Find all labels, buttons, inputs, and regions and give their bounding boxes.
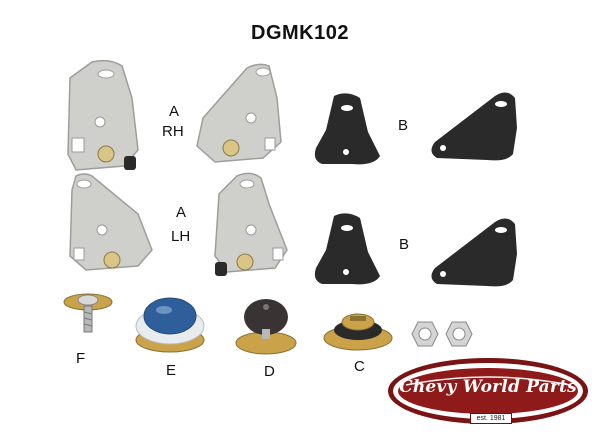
gasket-b-bottom-right — [431, 218, 517, 287]
label-f: F — [76, 350, 86, 367]
label-c: C — [354, 358, 365, 375]
bracket-a-rh-right — [196, 63, 282, 163]
label-a-rh-side: RH — [162, 123, 184, 140]
label-e: E — [166, 362, 177, 379]
chevy-world-parts-logo: Chevy World Parts est. 1981 — [384, 355, 592, 431]
part-c-grommet — [323, 313, 393, 351]
label-b-bottom: B — [399, 236, 410, 253]
part-f-screw — [63, 293, 113, 333]
bracket-a-rh-left — [67, 59, 139, 171]
gasket-b-bottom-left — [314, 213, 380, 285]
label-d: D — [264, 363, 275, 380]
label-a-lh-side: LH — [171, 228, 191, 245]
logo-text: Chevy World Parts — [399, 377, 577, 397]
logo-est: est. 1981 — [470, 413, 512, 424]
page-title: DGMK102 — [251, 22, 349, 44]
label-a-rh-letter: A — [169, 103, 180, 120]
gasket-b-top-right — [431, 92, 517, 161]
label-a-lh-letter: A — [176, 204, 187, 221]
bracket-a-lh-right — [214, 172, 288, 276]
label-b-top: B — [398, 117, 409, 134]
part-e-blue-cap — [135, 297, 205, 353]
bracket-a-lh-left — [69, 173, 153, 271]
gasket-b-top-left — [314, 93, 380, 165]
part-d-black-cap — [235, 299, 297, 355]
part-nuts — [411, 321, 473, 347]
